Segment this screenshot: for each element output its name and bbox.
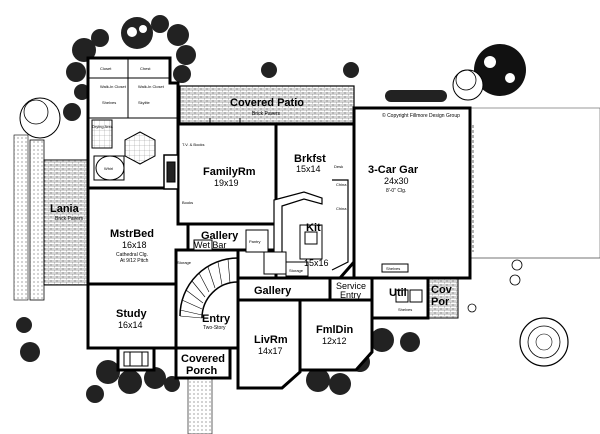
tree-top-right — [452, 44, 526, 101]
study-size: 16x14 — [118, 320, 143, 330]
formal-dining-size: 12x12 — [322, 336, 347, 346]
china-lower-label: China — [336, 206, 347, 211]
drying-area-label: Drying Area — [92, 124, 114, 129]
lania-label: Lania — [50, 203, 80, 215]
covered-patio-note: Brick Pavers — [252, 111, 281, 117]
tree-left-outline — [19, 97, 61, 139]
hedge-patio — [385, 90, 447, 102]
garage-note: 8'-0" Clg. — [386, 188, 406, 194]
skylite-label: Skylite — [138, 100, 151, 105]
tree-bottom-right — [519, 317, 569, 367]
shrub-patio-1 — [261, 62, 277, 78]
shrub-bottom-left-1 — [16, 317, 32, 333]
living-room-size: 14x17 — [258, 346, 283, 356]
covered-porch-side-line2: Por — [431, 296, 450, 308]
family-room-size: 19x19 — [214, 178, 239, 188]
shelves-util-label: Shelves — [398, 307, 412, 312]
desk-label: Desk — [334, 164, 343, 169]
service-entry-line2: Entry — [340, 290, 362, 300]
master-bed-label: MstrBed — [110, 228, 154, 240]
front-walk — [187, 377, 213, 434]
pantry-label: Pantry — [249, 239, 261, 244]
covered-porch-front-line1: Covered — [181, 353, 225, 365]
shelves-garage-label: Shelves — [386, 266, 400, 271]
family-room-label: FamilyRm — [203, 166, 256, 178]
shrub-top-left — [63, 15, 196, 121]
books-label: Books — [182, 200, 193, 205]
formal-dining-label: FmlDin — [316, 324, 354, 336]
walk-in-right-label: Walk-In Closet — [138, 84, 165, 89]
patio-paving — [179, 85, 355, 125]
side-porch-paving — [427, 277, 459, 319]
copyright-notice: © Copyright Fillmore Design Group — [382, 112, 460, 119]
shrub-garage-1 — [511, 259, 523, 271]
hedge-left — [29, 139, 45, 301]
entry-label: Entry — [202, 313, 231, 325]
driveway — [469, 107, 600, 259]
shrub-patio-2 — [343, 62, 359, 78]
service-entry-line1: Service — [336, 281, 366, 291]
china-upper-label: China — [336, 182, 347, 187]
master-bed-note-2: At 9/12 Pitch — [120, 258, 149, 264]
gallery-lower-label: Gallery — [254, 285, 292, 297]
lania-paving — [43, 159, 91, 286]
shrub-front-left — [86, 360, 180, 403]
kitchen-size: 15x16 — [304, 258, 329, 268]
utility-label: Util — [389, 287, 407, 299]
gallery-upper-label: Gallery — [201, 230, 239, 242]
shrub-garage-3 — [467, 303, 477, 313]
walk-in-left-label: Walk-In Closet — [100, 84, 127, 89]
breakfast-label: Brkfst — [294, 153, 326, 165]
entry-note: Two-Story — [203, 325, 226, 331]
covered-porch-side-line1: Cov — [431, 284, 453, 296]
master-bed-size: 16x18 — [122, 240, 147, 250]
closet-left-label: Closet — [100, 66, 112, 71]
hedge-left-outer — [13, 134, 29, 301]
shrub-bottom-left-2 — [20, 342, 40, 362]
garage-label: 3-Car Gar — [368, 164, 419, 176]
garage-size: 24x30 — [384, 176, 409, 186]
covered-patio-label: Covered Patio — [230, 97, 304, 109]
lania-note: Brick Pavers — [55, 216, 84, 222]
kitchen-label: Kit — [306, 222, 321, 234]
wet-bar-label: Wet Bar — [194, 240, 226, 250]
storage-stair-label: Storage — [177, 260, 192, 265]
shelves-left-label: Shelves — [102, 100, 116, 105]
storage-label: Storage — [289, 268, 304, 273]
closet-right-label: Chest — [140, 66, 151, 71]
tv-books-label: T.V. & Books — [182, 142, 205, 147]
breakfast-size: 15x14 — [296, 164, 321, 174]
interior-details — [88, 58, 474, 367]
curved-staircase — [179, 257, 239, 319]
master-bed-note-1: Cathedral Clg. — [116, 252, 148, 258]
whirlpool-label: Whirl — [104, 166, 113, 171]
study-label: Study — [116, 308, 147, 320]
shrub-garage-2 — [509, 274, 521, 286]
covered-porch-front-line2: Porch — [186, 365, 217, 377]
living-room-label: LivRm — [254, 334, 288, 346]
